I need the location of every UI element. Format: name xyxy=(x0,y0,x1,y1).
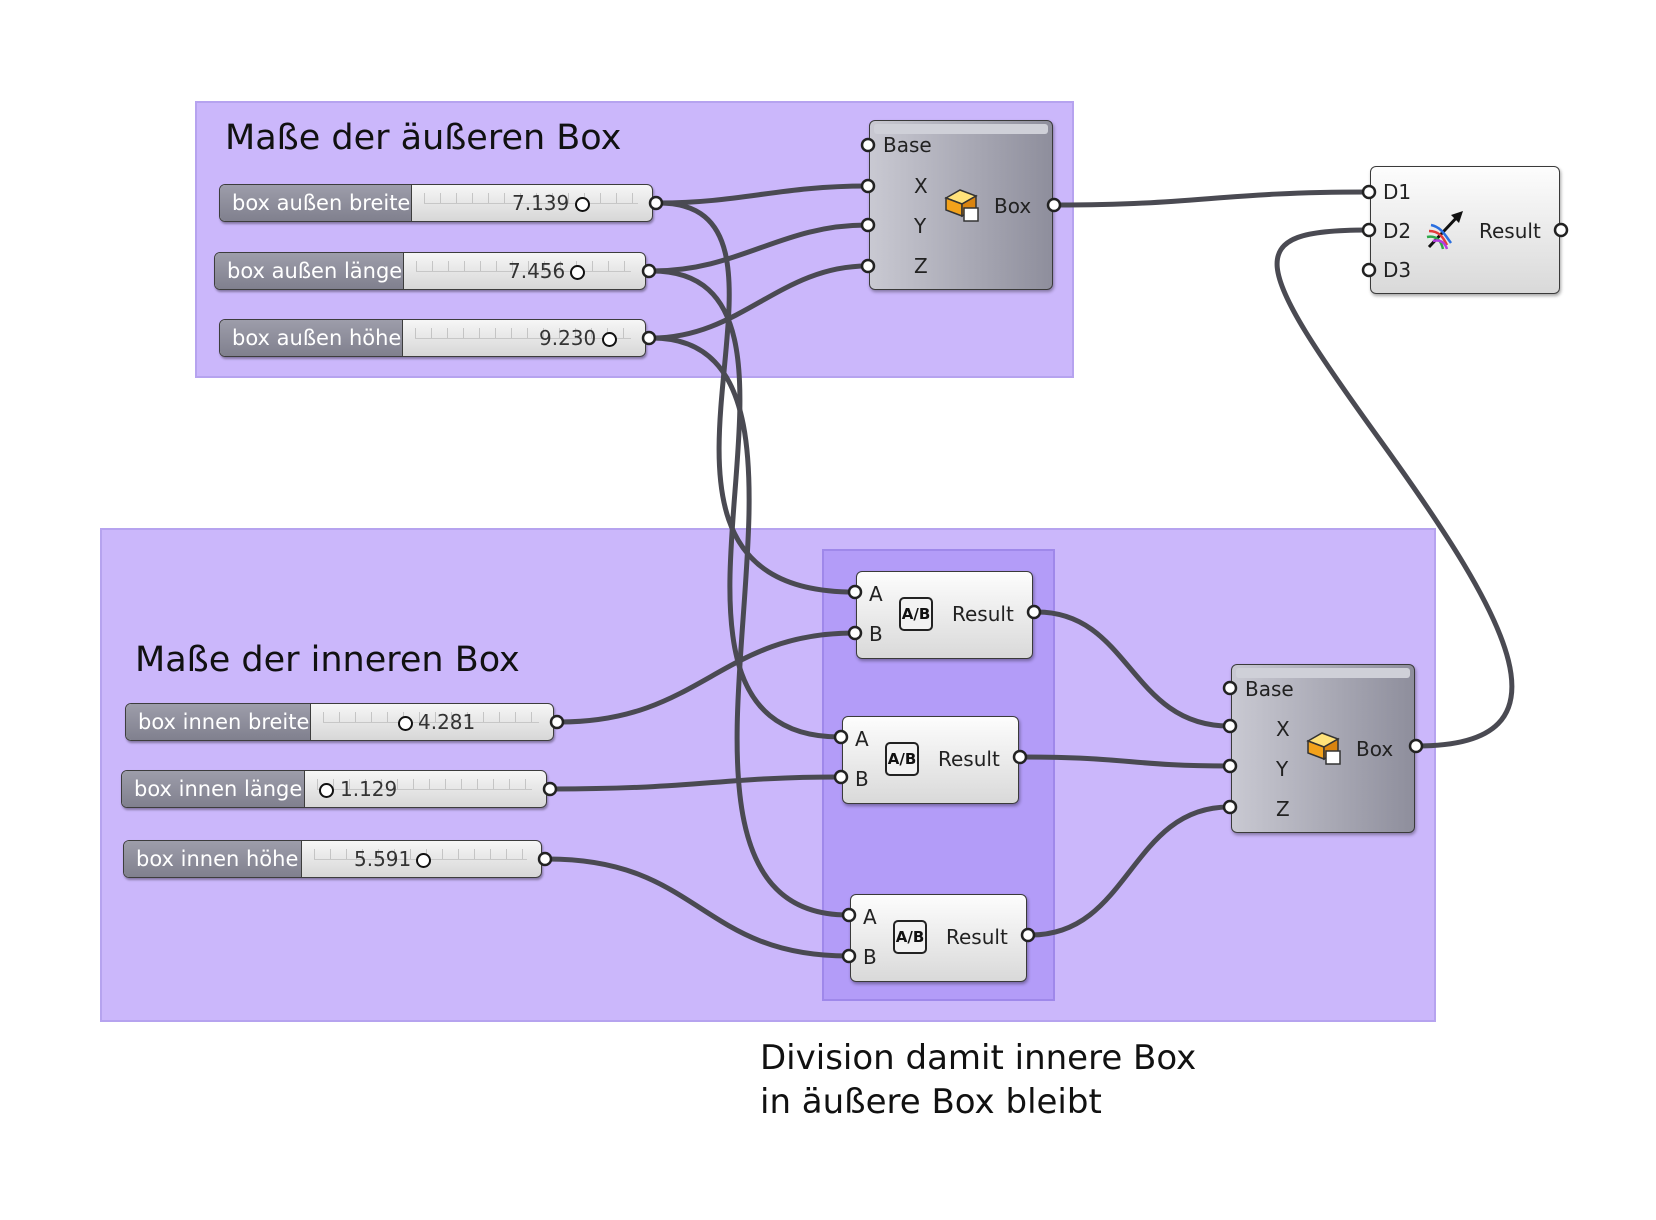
colored-arrows-icon xyxy=(1426,211,1463,250)
slider-knob[interactable] xyxy=(398,716,413,731)
port-b: B xyxy=(863,945,877,969)
division-icon: A/B xyxy=(899,597,933,631)
slider-ticks xyxy=(323,712,539,723)
slider-track[interactable]: 7.456 xyxy=(404,253,645,289)
port-d2: D2 xyxy=(1383,219,1412,243)
slider-label: box innen breite xyxy=(126,704,311,740)
caption-line-1: Division damit innere Box xyxy=(760,1038,1197,1078)
output-result: Result xyxy=(952,602,1014,626)
slider-box-innen-breite[interactable]: box innen breite 4.281 xyxy=(125,703,554,741)
slider-knob[interactable] xyxy=(575,197,590,212)
port-z: Z xyxy=(1276,797,1290,821)
division-component-2[interactable]: A B A/B Result xyxy=(842,716,1019,804)
box-icon xyxy=(944,189,979,222)
box-icon xyxy=(1306,732,1341,765)
slider-box-aussen-breite[interactable]: box außen breite 7.139 xyxy=(219,184,653,222)
slider-knob[interactable] xyxy=(319,783,334,798)
inner-group-title: Maße der inneren Box xyxy=(135,640,520,680)
wire-hoehe-to-div3a xyxy=(649,335,851,918)
slider-label: box außen breite xyxy=(220,185,412,221)
wire-hoehe-to-z xyxy=(649,263,870,341)
wire-inner-box-to-d2 xyxy=(1274,227,1515,749)
slider-box-innen-hoehe[interactable]: box innen höhe 5.591 xyxy=(123,840,542,878)
port-z: Z xyxy=(914,254,928,278)
port-y: Y xyxy=(914,214,927,238)
output-result: Result xyxy=(938,747,1000,771)
port-y: Y xyxy=(1276,757,1289,781)
wire-innen-hoehe-to-div3b xyxy=(545,856,851,959)
wire-breite-to-div1a xyxy=(656,200,857,595)
wire-laenge-to-div2a xyxy=(649,268,843,740)
wire-laenge-to-y xyxy=(649,222,870,274)
slider-knob[interactable] xyxy=(570,265,585,280)
slider-box-aussen-laenge[interactable]: box außen länge 7.456 xyxy=(214,252,646,290)
port-base: Base xyxy=(883,133,932,157)
slider-ticks xyxy=(415,328,631,339)
slider-track[interactable]: 4.281 xyxy=(311,704,553,740)
slider-ticks xyxy=(317,779,532,790)
slider-knob[interactable] xyxy=(416,853,431,868)
port-base: Base xyxy=(1245,677,1294,701)
division-icon: A/B xyxy=(885,742,919,776)
division-caption: Division damit innere Box in äußere Box … xyxy=(760,1036,1196,1124)
port-d1: D1 xyxy=(1383,180,1412,204)
slider-knob[interactable] xyxy=(602,332,617,347)
port-d3: D3 xyxy=(1383,258,1412,282)
output-box: Box xyxy=(1356,737,1394,761)
output-result: Result xyxy=(1479,219,1541,243)
slider-ticks xyxy=(424,193,638,204)
slider-box-aussen-hoehe[interactable]: box außen höhe 9.230 xyxy=(219,319,646,357)
wire-breite-to-x xyxy=(656,183,870,206)
slider-track[interactable]: 7.139 xyxy=(412,185,652,221)
caption-line-2: in äußere Box bleibt xyxy=(760,1082,1102,1122)
port-a: A xyxy=(855,727,869,751)
slider-label: box innen länge xyxy=(122,771,305,807)
division-component-3[interactable]: A B A/B Result xyxy=(850,894,1027,982)
slider-track[interactable]: 5.591 xyxy=(302,841,541,877)
output-box: Box xyxy=(994,194,1032,218)
slider-track[interactable]: 9.230 xyxy=(403,320,645,356)
slider-value: 9.230 xyxy=(539,326,597,350)
division-icon: A/B xyxy=(893,920,927,954)
port-x: X xyxy=(914,174,928,198)
port-x: X xyxy=(1276,717,1290,741)
wire-div3-to-z xyxy=(1028,804,1232,938)
preview-component[interactable]: D1 D2 D3 Result xyxy=(1370,166,1560,294)
wire-innen-breite-to-div1b xyxy=(557,630,857,725)
slider-label: box außen höhe xyxy=(220,320,403,356)
slider-label: box innen höhe xyxy=(124,841,302,877)
wire-div1-to-x xyxy=(1034,609,1232,729)
box-component-outer[interactable]: Base X Y Z Box xyxy=(869,120,1053,290)
port-b: B xyxy=(855,767,869,791)
slider-label: box außen länge xyxy=(215,253,404,289)
port-a: A xyxy=(869,582,883,606)
port-a: A xyxy=(863,905,877,929)
box-component-inner[interactable]: Base X Y Z Box xyxy=(1231,664,1415,833)
slider-ticks xyxy=(416,261,631,272)
output-result: Result xyxy=(946,925,1008,949)
wire-innen-laenge-to-div2b xyxy=(550,774,843,792)
wire-div2-to-y xyxy=(1020,754,1232,769)
wire-outer-box-to-d1 xyxy=(1054,189,1371,208)
slider-value: 7.456 xyxy=(508,259,566,283)
slider-value: 5.591 xyxy=(354,847,412,871)
slider-track[interactable]: 1.129 xyxy=(305,771,546,807)
port-b: B xyxy=(869,622,883,646)
slider-box-innen-laenge[interactable]: box innen länge 1.129 xyxy=(121,770,547,808)
slider-value: 1.129 xyxy=(340,777,398,801)
slider-value: 7.139 xyxy=(512,191,570,215)
division-component-1[interactable]: A B A/B Result xyxy=(856,571,1033,659)
outer-group-title: Maße der äußeren Box xyxy=(225,118,622,158)
slider-value: 4.281 xyxy=(418,710,476,734)
